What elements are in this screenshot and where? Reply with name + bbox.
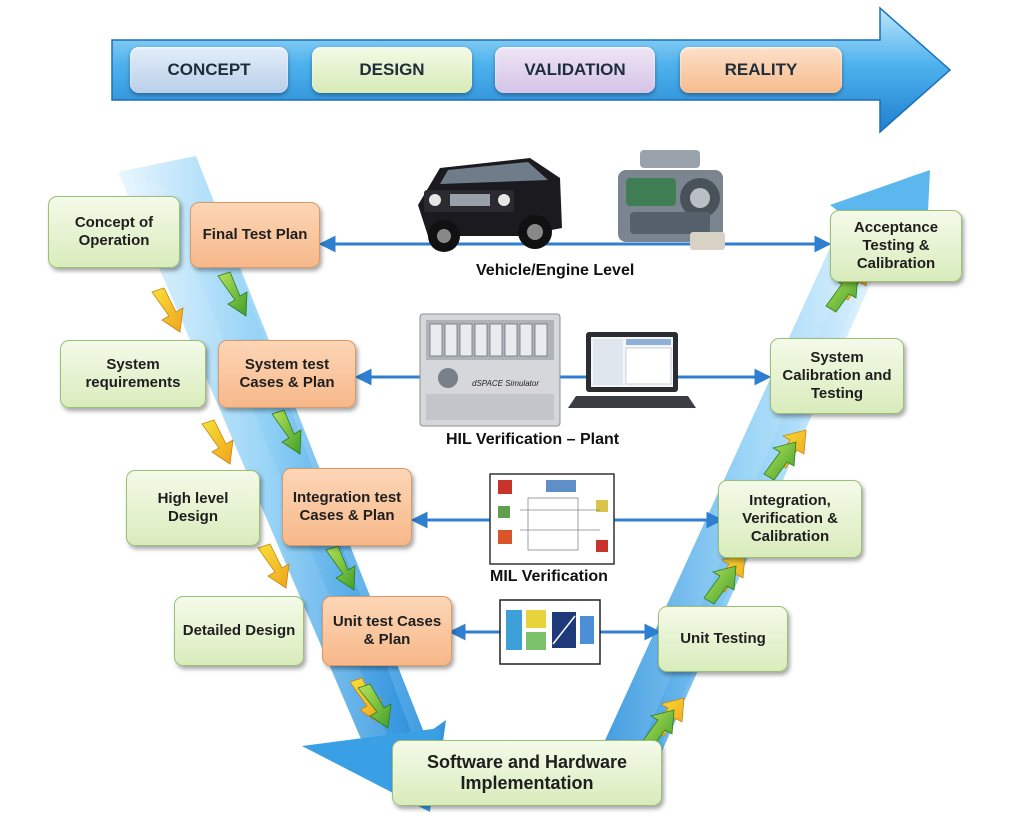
acceptance-testing-box: Acceptance Testing & Calibration: [830, 210, 962, 282]
detailed-design-box: Detailed Design: [174, 596, 304, 666]
mil-model-image: [489, 473, 615, 565]
phase-design: DESIGN: [312, 47, 472, 93]
phase-validation: VALIDATION: [495, 47, 655, 93]
concept-of-operation-box: Concept of Operation: [48, 196, 180, 268]
engine-image: [618, 150, 725, 250]
unit-test-cases-box: Unit test Cases & Plan: [322, 596, 452, 666]
system-calibration-box: System Calibration and Testing: [770, 338, 904, 414]
phase-concept: CONCEPT: [130, 47, 288, 93]
mil-verification-label: MIL Verification: [490, 568, 608, 585]
hil-verification-label: HIL Verification – Plant: [446, 431, 620, 448]
unit-testing-box: Unit Testing: [658, 606, 788, 672]
implementation-box: Software and Hardware Implementation: [392, 740, 662, 806]
phase-reality: REALITY: [680, 47, 842, 93]
laptop-image: [568, 332, 696, 408]
vehicle-level-label: Vehicle/Engine Level: [476, 262, 635, 279]
final-test-plan-box: Final Test Plan: [190, 202, 320, 268]
high-level-design-box: High level Design: [126, 470, 260, 546]
system-requirements-box: System requirements: [60, 340, 206, 408]
hil-simulator-image: dSPACE Simulator: [419, 313, 561, 427]
integration-verification-box: Integration, Verification & Calibration: [718, 480, 862, 558]
integration-test-cases-box: Integration test Cases & Plan: [282, 468, 412, 546]
unit-model-image: [499, 599, 601, 665]
vehicle-image: [418, 158, 562, 252]
system-test-cases-box: System test Cases & Plan: [218, 340, 356, 408]
green-step-arrows: [217, 271, 859, 749]
simulator-label: dSPACE Simulator: [472, 379, 539, 388]
